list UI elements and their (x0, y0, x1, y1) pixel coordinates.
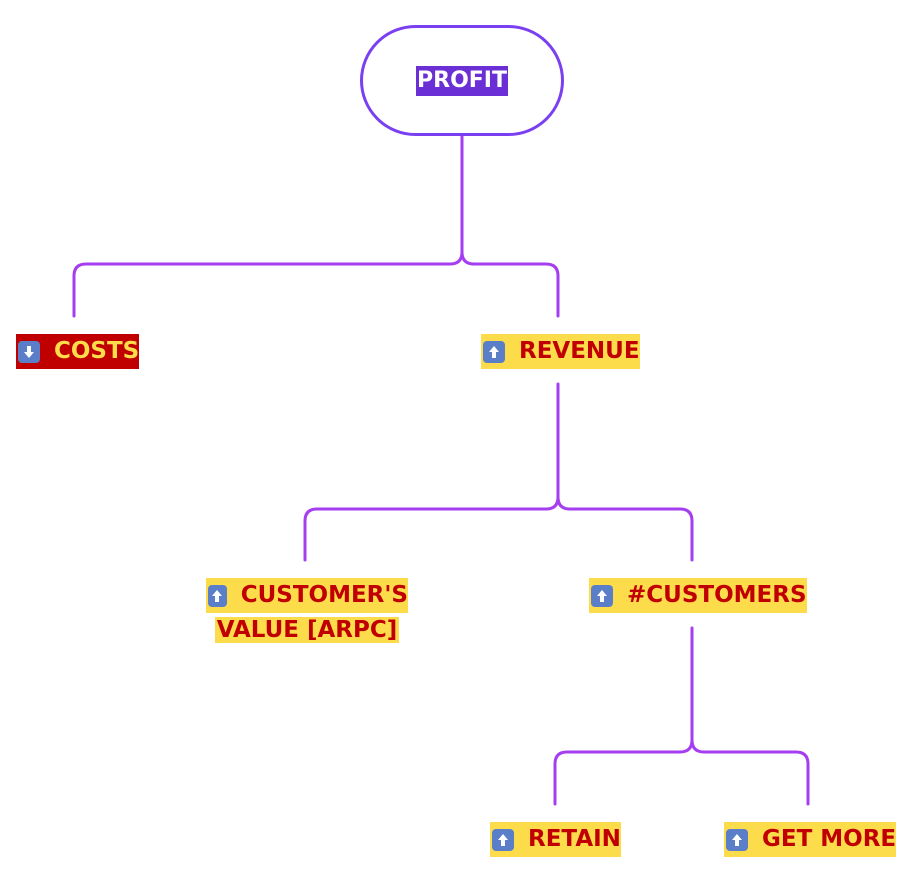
connector-profit-revenue (460, 250, 560, 318)
node-customer-value: CUSTOMER'S VALUE [ARPC] (206, 578, 408, 648)
node-customer-value-line2: VALUE [ARPC] (214, 617, 400, 643)
node-revenue: REVENUE (481, 334, 640, 369)
node-get-more-label: GET MORE (762, 826, 897, 852)
arrow-up-icon (726, 828, 748, 851)
node-customer-value-line1: CUSTOMER'S (240, 582, 408, 608)
connector-profit-costs (72, 134, 464, 318)
connector-revenue-customers (556, 495, 694, 562)
arrow-down-icon (18, 340, 40, 363)
node-revenue-label: REVENUE (519, 338, 640, 364)
arrow-up-icon (208, 584, 227, 607)
root-label: PROFIT (416, 65, 508, 96)
connector-revenue-customer-value (303, 382, 560, 562)
root-node-profit: PROFIT (360, 25, 564, 136)
arrow-up-icon (483, 340, 505, 363)
node-costs-label: COSTS (54, 338, 140, 364)
arrow-up-icon (591, 584, 613, 607)
node-retain-label: RETAIN (528, 826, 621, 852)
node-retain: RETAIN (490, 822, 621, 857)
node-get-more: GET MORE (724, 822, 897, 857)
connector-customers-retain (553, 626, 694, 806)
node-customers: #CUSTOMERS (589, 578, 807, 613)
node-costs: COSTS (16, 334, 140, 369)
connector-customers-get-more (690, 738, 810, 806)
arrow-up-icon (492, 828, 514, 851)
node-customers-label: #CUSTOMERS (627, 582, 807, 608)
